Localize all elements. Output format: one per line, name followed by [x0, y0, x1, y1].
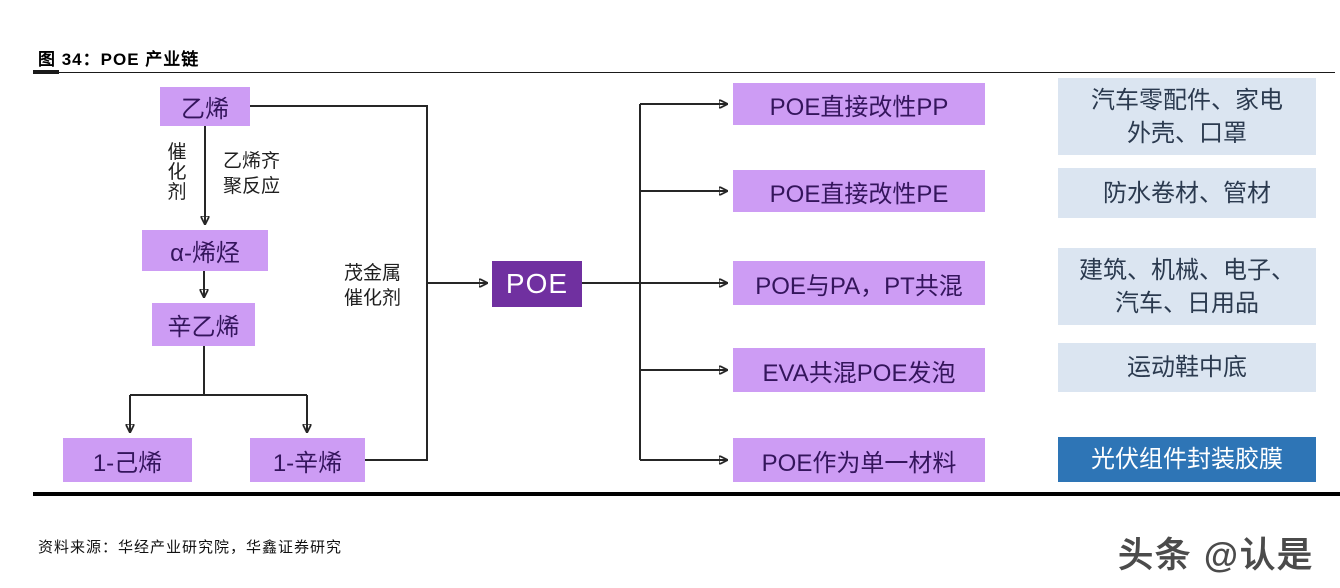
source-note: 资料来源：华经产业研究院，华鑫证券研究	[38, 540, 343, 556]
watermark-toutiao: 头条 @认是	[1118, 536, 1314, 575]
bottom-rule	[33, 492, 1340, 496]
node-poe: POE	[492, 261, 582, 307]
node-octene-intermediate: 辛乙烯	[152, 303, 255, 346]
use-box-waterproof-membrane-pipes: 防水卷材、管材	[1058, 168, 1316, 218]
process-box-poe-single-material: POE作为单一材料	[733, 438, 985, 482]
process-box-poe-modified-pe: POE直接改性PE	[733, 170, 985, 212]
label-ethylene-oligomerization: 乙烯齐 聚反应	[223, 151, 281, 197]
label-metallocene-catalyst: 茂金属 催化剂	[344, 263, 402, 309]
use-box-pv-encapsulant-film: 光伏组件封装胶膜	[1058, 437, 1316, 482]
title-underline	[33, 72, 1335, 73]
node-alpha-olefin: α-烯烃	[142, 230, 268, 271]
use-box-construction-machinery-electronics: 建筑、机械、电子、 汽车、日用品	[1058, 248, 1316, 325]
process-box-poe-modified-pp: POE直接改性PP	[733, 83, 985, 125]
process-box-poe-pa-pt-blend: POE与PA，PT共混	[733, 261, 985, 305]
use-box-auto-parts-appliances-masks: 汽车零配件、家电 外壳、口罩	[1058, 78, 1316, 155]
label-catalyst: 催 化 剂	[167, 142, 187, 203]
node-1-octene: 1-辛烯	[250, 438, 365, 482]
edge-octene-split-stem	[130, 346, 307, 396]
use-box-sport-shoe-midsole: 运动鞋中底	[1058, 343, 1316, 392]
title-underline-accent	[33, 70, 59, 74]
node-1-hexene: 1-己烯	[63, 438, 192, 482]
process-box-eva-poe-foam: EVA共混POE发泡	[733, 348, 985, 392]
node-ethylene: 乙烯	[160, 87, 250, 126]
figure-title: 图 34：POE 产业链	[38, 50, 200, 69]
